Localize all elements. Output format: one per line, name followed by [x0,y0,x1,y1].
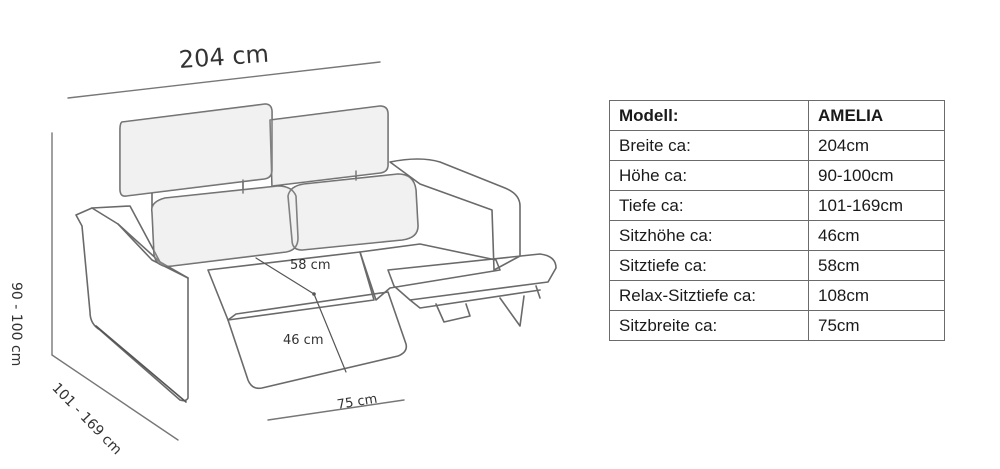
spec-value: 58cm [808,250,945,281]
seat-height-line [313,293,347,373]
footrest-right [387,253,557,301]
spec-value: 46cm [808,220,945,251]
headrest-right [269,105,389,187]
spec-value: 204cm [808,130,945,161]
spec-value: AMELIA [808,100,945,131]
table-row: Breite ca: 204cm [609,130,945,161]
spec-label: Höhe ca: [609,160,809,191]
spec-value: 90-100cm [808,160,945,191]
table-row: Sitzhöhe ca: 46cm [609,220,945,251]
sofa-drawing: 204 cm 90 - 100 cm 101 - 169 cm 75 cm 58… [8,40,557,458]
spec-value: 75cm [808,310,945,341]
spec-label: Sitztiefe ca: [609,250,809,281]
seat-left [207,251,375,321]
seat-depth-line [255,257,315,295]
back-cushion-right [287,173,419,251]
armrest-right [389,158,521,271]
spec-value: 101-169cm [808,190,945,221]
seat-depth-dimension-label: 58 cm [290,258,331,273]
spec-label: Relax-Sitztiefe ca: [609,280,809,311]
spec-value: 108cm [808,280,945,311]
table-row: Höhe ca: 90-100cm [609,160,945,191]
seat-height-dimension-label: 46 cm [283,333,324,348]
spec-label: Breite ca: [609,130,809,161]
spec-label: Modell: [609,100,809,131]
spec-table: Modell: AMELIA Breite ca: 204cm Höhe ca:… [609,100,945,341]
sofa-sketch [51,61,557,441]
table-row: Sitztiefe ca: 58cm [609,250,945,281]
armrest-left [75,205,189,402]
spec-label: Tiefe ca: [609,190,809,221]
back-cushion-left [150,185,299,268]
spec-label: Sitzbreite ca: [609,310,809,341]
table-row: Sitzbreite ca: 75cm [609,310,945,341]
footrest-left [227,291,408,390]
headrest-left [119,103,273,197]
spec-label: Sitzhöhe ca: [609,220,809,251]
width-dimension-line [67,61,381,99]
table-row: Tiefe ca: 101-169cm [609,190,945,221]
table-row: Relax-Sitztiefe ca: 108cm [609,280,945,311]
seat-width-dimension-line [267,399,405,421]
depth-dimension-line [51,354,179,441]
height-dimension-label: 90 - 100 cm [8,282,24,367]
seat-right [359,243,501,301]
table-row: Modell: AMELIA [609,100,945,131]
